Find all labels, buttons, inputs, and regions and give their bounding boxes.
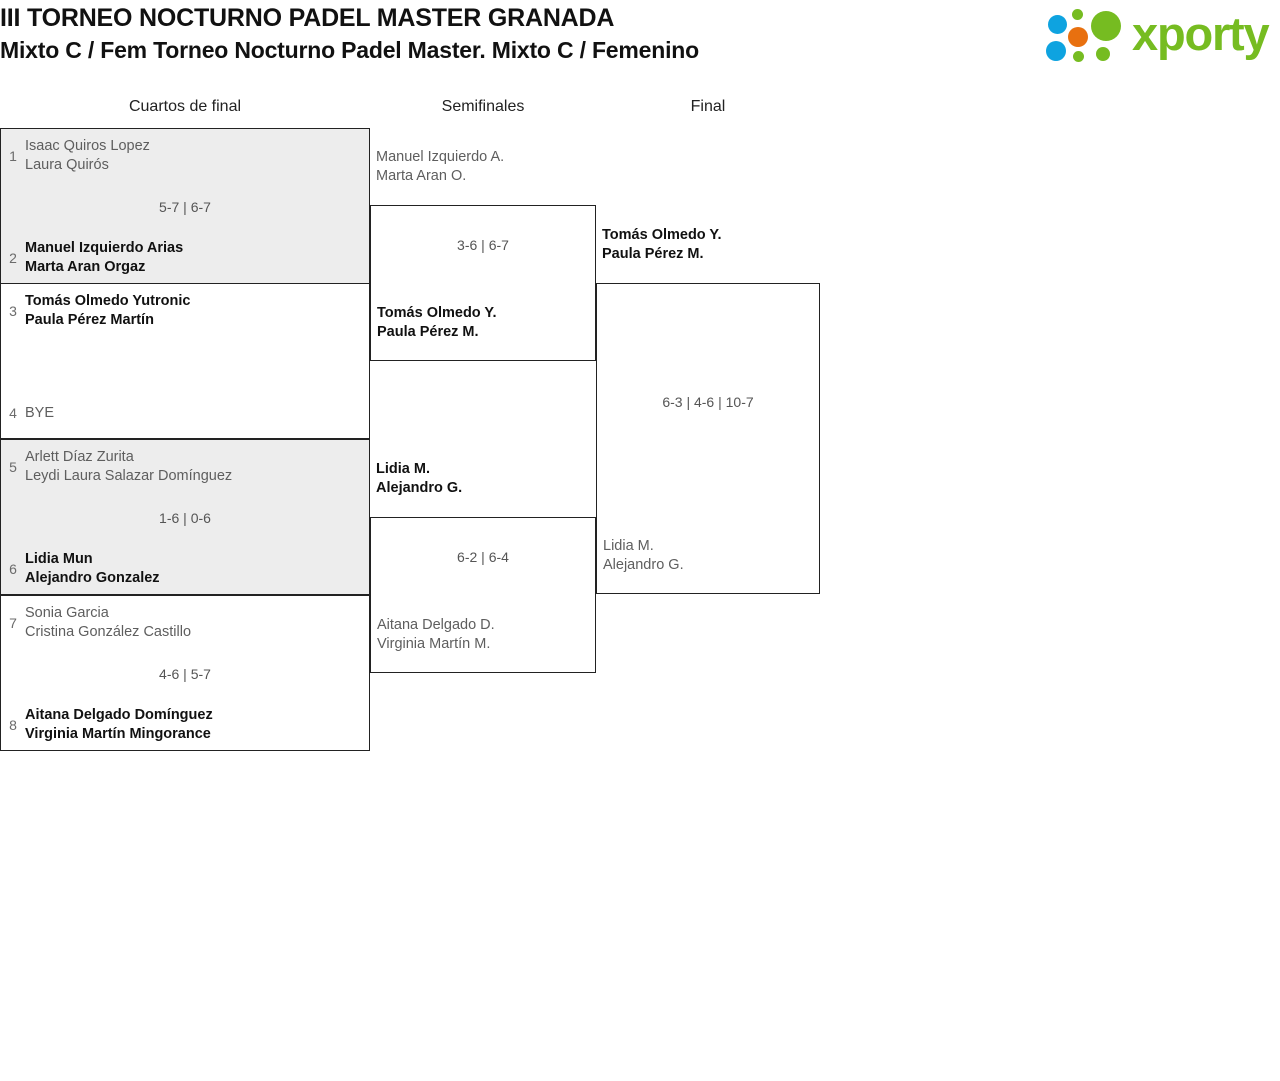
match-score-sf1: 3-6 | 6-7 — [457, 237, 509, 253]
seed-number: 4 — [9, 405, 17, 422]
competitor-qf3-top[interactable]: 5 Arlett Díaz Zurita Leydi Laura Salazar… — [1, 448, 232, 485]
match-score-qf4: 4-6 | 5-7 — [159, 666, 211, 682]
match-box-sf2[interactable]: 6-2 | 6-4 Aitana Delgado D. Virginia Mar… — [370, 517, 596, 673]
competitor-qf2-bottom: 4 BYE — [1, 404, 54, 423]
competitor-names: Arlett Díaz Zurita Leydi Laura Salazar D… — [25, 449, 233, 484]
competitor-sf1-bottom[interactable]: Tomás Olmedo Y. Paula Pérez M. — [377, 305, 497, 340]
seed-number: 5 — [9, 458, 17, 475]
tournament-category: Mixto C / Fem Torneo Nocturno Padel Mast… — [0, 37, 699, 63]
xporty-logo[interactable]: xporty — [1046, 5, 1274, 63]
competitor-qf1-bottom[interactable]: 2 Manuel Izquierdo Arias Marta Aran Orga… — [1, 239, 183, 276]
match-box-qf2[interactable]: 3 Tomás Olmedo Yutronic Paula Pérez Mart… — [0, 283, 370, 439]
competitor-qf3-bottom[interactable]: 6 Lidia Mun Alejandro Gonzalez — [1, 550, 160, 587]
competitor-qf4-top[interactable]: 7 Sonia Garcia Cristina González Castill… — [1, 604, 191, 641]
logo-dots-icon — [1046, 9, 1138, 62]
competitor-qf1-top[interactable]: 1 Isaac Quiros Lopez Laura Quirós — [1, 137, 150, 174]
seed-number: 7 — [9, 614, 17, 631]
match-score-sf2: 6-2 | 6-4 — [457, 549, 509, 565]
competitor-names: Manuel Izquierdo Arias Marta Aran Orgaz — [25, 240, 184, 275]
competitor-names: Isaac Quiros Lopez Laura Quirós — [25, 138, 150, 173]
competitor-sf2-bottom[interactable]: Aitana Delgado D. Virginia Martín M. — [377, 617, 495, 652]
match-box-final[interactable]: 6-3 | 4-6 | 10-7 Lidia M. Alejandro G. — [596, 283, 820, 594]
competitor-names: BYE — [25, 405, 55, 421]
seed-number: 6 — [9, 560, 17, 577]
competitor-qf2-top[interactable]: 3 Tomás Olmedo Yutronic Paula Pérez Mart… — [1, 292, 190, 329]
match-box-sf1[interactable]: 3-6 | 6-7 Tomás Olmedo Y. Paula Pérez M. — [370, 205, 596, 361]
match-score-qf3: 1-6 | 0-6 — [159, 510, 211, 526]
match-box-qf3[interactable]: 5 Arlett Díaz Zurita Leydi Laura Salazar… — [0, 439, 370, 595]
logo-wordmark: xporty — [1132, 7, 1270, 60]
competitor-names: Lidia Mun Alejandro Gonzalez — [25, 551, 160, 586]
competitor-sf2-top[interactable]: Lidia M. Alejandro G. — [376, 461, 463, 496]
competitor-names: Tomás Olmedo Yutronic Paula Pérez Martín — [25, 293, 191, 328]
round-header-final: Final — [690, 98, 726, 115]
seed-number: 2 — [9, 249, 17, 266]
match-score-final: 6-3 | 4-6 | 10-7 — [662, 394, 754, 410]
competitor-names: Sonia Garcia Cristina González Castillo — [25, 605, 192, 640]
round-header-semifinals: Semifinales — [441, 98, 525, 115]
competitor-final-bottom[interactable]: Lidia M. Alejandro G. — [603, 538, 684, 573]
seed-number: 3 — [9, 302, 17, 319]
tournament-name: III TORNEO NOCTURNO PADEL MASTER GRANADA — [0, 4, 615, 32]
competitor-qf4-bottom[interactable]: 8 Aitana Delgado Domínguez Virginia Mart… — [1, 706, 213, 743]
page-title: III TORNEO NOCTURNO PADEL MASTER GRANADA… — [0, 2, 900, 66]
match-box-qf1[interactable]: 1 Isaac Quiros Lopez Laura Quirós 5-7 | … — [0, 128, 370, 284]
match-box-qf4[interactable]: 7 Sonia Garcia Cristina González Castill… — [0, 595, 370, 751]
round-header-quarterfinals: Cuartos de final — [128, 98, 242, 115]
match-score-qf1: 5-7 | 6-7 — [159, 199, 211, 215]
competitor-names: Aitana Delgado Domínguez Virginia Martín… — [25, 707, 213, 742]
seed-number: 1 — [9, 147, 17, 164]
competitor-sf1-top[interactable]: Manuel Izquierdo A. Marta Aran O. — [376, 149, 505, 184]
competitor-final-top[interactable]: Tomás Olmedo Y. Paula Pérez M. — [602, 227, 722, 262]
seed-number: 8 — [9, 716, 17, 733]
